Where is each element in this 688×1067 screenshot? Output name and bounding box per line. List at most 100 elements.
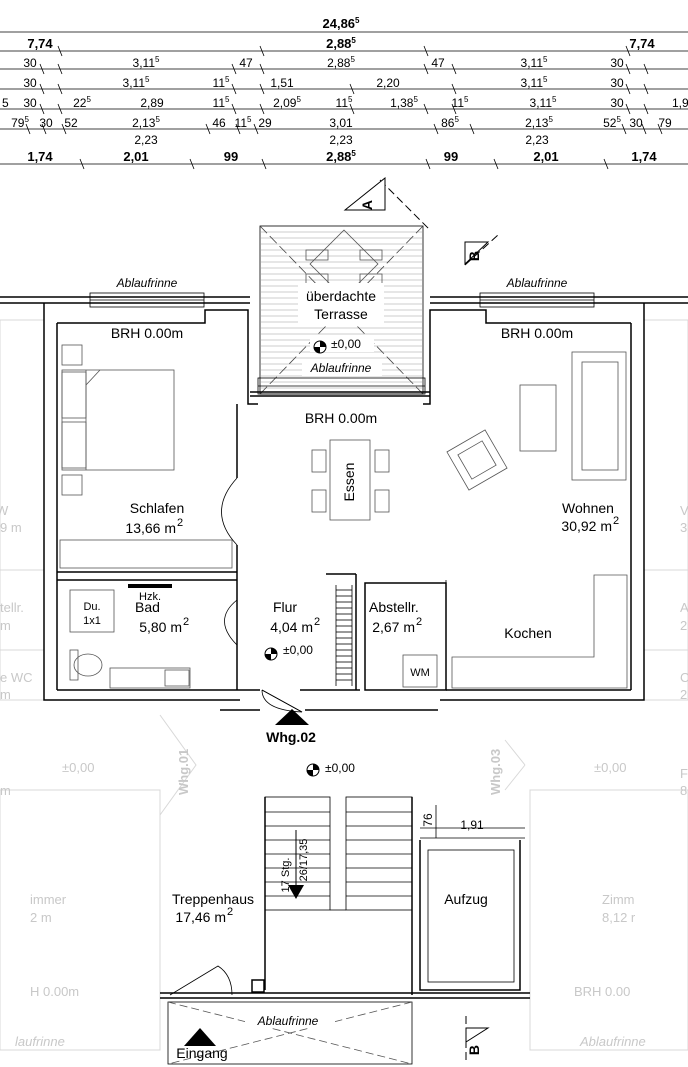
- section-label-a: A: [359, 200, 375, 210]
- room-name-bad: Bad: [135, 599, 160, 615]
- dim-label: 3,115: [123, 75, 150, 90]
- dim-label: 2,135: [525, 115, 553, 130]
- ghost-label: tellr.: [0, 600, 24, 615]
- ghost-label: laufrinne: [15, 1034, 65, 1049]
- room-area-abstell: 2,67 m: [372, 619, 415, 635]
- door-main-entrance: [169, 965, 233, 996]
- label-ablaufrinne-left: Ablaufrinne: [116, 276, 178, 290]
- sofa: [571, 351, 627, 481]
- terrace-label-1: überdachte: [306, 288, 376, 304]
- brh-right: BRH 0.00m: [501, 325, 573, 341]
- unit-marker-triangle: [275, 709, 309, 725]
- dim-label: 115: [213, 75, 230, 90]
- ghost-label: Zimm: [602, 892, 635, 907]
- ghost-label: m: [0, 687, 11, 702]
- section-marker-b-top: [464, 234, 499, 266]
- label-hzk: Hzk.: [139, 591, 161, 603]
- brh-center: BRH 0.00m: [305, 410, 377, 426]
- door-bedroom: [221, 477, 238, 546]
- dim-label: 2,01: [123, 149, 148, 164]
- dim-label: 2,885: [326, 149, 356, 164]
- room-name-flur: Flur: [273, 599, 297, 615]
- room-name-treppenhaus: Treppenhaus: [172, 891, 254, 907]
- dim-label: 2,23: [329, 133, 353, 147]
- room-area-unit-bad: 2: [183, 616, 189, 628]
- dim-label: 5: [2, 96, 9, 110]
- ghost-label: 9 m: [0, 520, 22, 535]
- dim-row-1: 7,74 2,885 7,74: [27, 36, 655, 51]
- ghost-label: Ablaufrinne: [579, 1034, 646, 1049]
- dim-label: 52: [64, 116, 78, 130]
- door-bath: [224, 599, 238, 646]
- ghost-label: 2 m: [30, 910, 52, 925]
- room-area-unit-treppenhaus: 2: [227, 906, 233, 918]
- level-marker-flur: [264, 647, 278, 661]
- stair-flights: [264, 796, 413, 995]
- room-area-unit-schlafen: 2: [177, 517, 183, 529]
- dim-label: 30: [610, 96, 624, 110]
- dim-label: 2,89: [140, 96, 164, 110]
- dim-label: 30: [23, 96, 37, 110]
- ghost-label: 8,12 r: [602, 910, 636, 925]
- section-marker-b-bottom: [465, 1015, 490, 1060]
- elevator-dim-h: 1,91: [460, 818, 484, 832]
- dim-row-5: 795 30 52 2,135 46 115 29 3,01 865 2,135…: [11, 115, 672, 130]
- dim-label: 30: [23, 76, 37, 90]
- ghost-label: W: [0, 503, 9, 518]
- section-marker-a: [343, 176, 431, 231]
- terrace-level: ±0,00: [331, 337, 361, 351]
- dim-label: 1,51: [270, 76, 294, 90]
- ghost-label: 3: [680, 520, 687, 535]
- brh-left: BRH 0.00m: [111, 325, 183, 341]
- dim-label: 47: [431, 56, 445, 70]
- ghost-label: BRH 0.00: [574, 984, 630, 999]
- flur-level: ±0,00: [283, 643, 313, 657]
- dim-label: 99: [224, 149, 238, 164]
- label-ablaufrinne-right: Ablaufrinne: [506, 276, 568, 290]
- room-area-unit-wohnen: 2: [613, 515, 619, 527]
- dim-row-4: 5 30 225 2,89 115 2,095 115 1,385 115 3,…: [2, 95, 688, 110]
- dim-label: 2,01: [533, 149, 558, 164]
- ghost-label: H 0.00m: [30, 984, 79, 999]
- dim-row-6: 2,23 2,23 2,23: [134, 133, 549, 147]
- dining-table: [311, 439, 390, 521]
- ghost-label: immer: [30, 892, 67, 907]
- room-name-abstell: Abstellr.: [369, 599, 419, 615]
- label-wm: WM: [410, 667, 430, 679]
- stairs-dimension: 26/17,35: [298, 839, 310, 882]
- dim-row-7: 1,74 2,01 99 2,885 99 2,01 1,74: [27, 149, 657, 164]
- kitchen-counter: [451, 574, 628, 689]
- dim-label: 3,01: [329, 116, 353, 130]
- neighbour-units-ghost: W 9 m tellr. m e WC m ±0,00 m immer 2 m …: [0, 319, 688, 1051]
- terrace: [250, 225, 430, 397]
- shower: [69, 589, 115, 633]
- label-entrance: Eingang: [176, 1045, 227, 1061]
- room-area-flur: 4,04 m: [270, 619, 313, 635]
- dim-label: 99: [444, 149, 458, 164]
- label-shower-2: 1x1: [83, 615, 101, 627]
- ghost-label: C: [680, 670, 688, 685]
- dim-label: 3,115: [133, 55, 160, 70]
- dim-label: 1,385: [390, 95, 418, 110]
- dim-label: 1,74: [631, 149, 657, 164]
- dim-label: 225: [73, 95, 91, 110]
- dim-label: 46: [212, 116, 226, 130]
- stair-level: ±0,00: [325, 761, 355, 775]
- room-name-wohnen: Wohnen: [562, 500, 614, 516]
- room-area-treppenhaus: 17,46 m: [175, 909, 226, 925]
- dim-label: 115: [452, 95, 469, 110]
- dim-label: 30: [629, 116, 643, 130]
- room-area-bad: 5,80 m: [139, 619, 182, 635]
- dim-label: 3,115: [521, 55, 548, 70]
- section-label-b-bottom: B: [466, 1045, 482, 1055]
- dim-label: 2,885: [327, 55, 355, 70]
- room-area-unit-flur: 2: [314, 616, 320, 628]
- label-shower-1: Du.: [83, 601, 100, 613]
- terrace-label-2: Terrasse: [314, 306, 368, 322]
- window-right: [479, 292, 595, 308]
- dim-label: 115: [213, 95, 230, 110]
- dim-label: 2,23: [134, 133, 158, 147]
- dim-label: 2,135: [132, 115, 160, 130]
- coffee-table: [519, 384, 557, 452]
- ghost-unit-left: Whg.01: [176, 749, 191, 795]
